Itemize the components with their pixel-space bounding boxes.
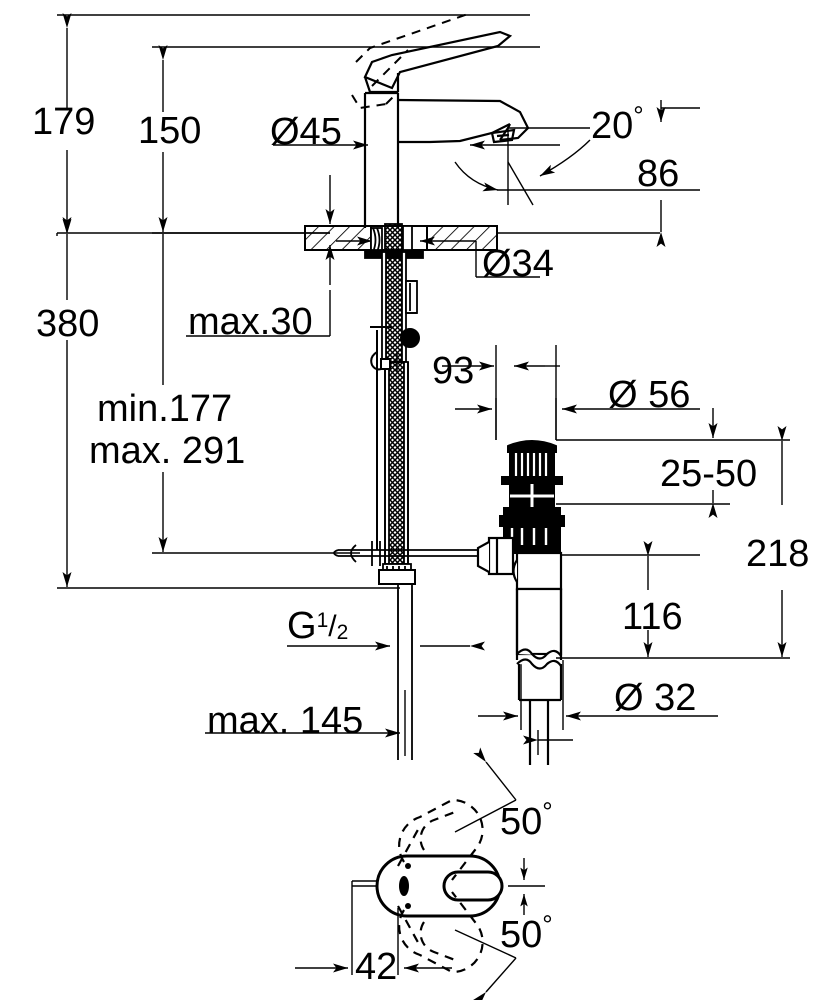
waste-body bbox=[476, 536, 563, 670]
fraction-one-half: 1/2 bbox=[316, 609, 349, 644]
dimension-plan-50-upper bbox=[454, 747, 517, 833]
pop-up-waste-head bbox=[499, 440, 565, 554]
dimension-dia32 bbox=[478, 660, 718, 755]
mixer-body bbox=[363, 91, 400, 228]
dimension-max30 bbox=[186, 175, 335, 337]
dim-label-dia56: Ø 56 bbox=[608, 374, 691, 416]
dim-label-150: 150 bbox=[138, 110, 202, 152]
dim-label-380: 380 bbox=[36, 303, 100, 345]
degree-icon: ° bbox=[633, 100, 644, 131]
pop-up-lift-rod bbox=[370, 326, 420, 550]
lever-handle bbox=[363, 30, 513, 94]
plan-view-extension-lines bbox=[351, 880, 399, 975]
extension-lines bbox=[56, 14, 790, 659]
degree-icon-lower: ° bbox=[542, 909, 553, 940]
dimension-max145 bbox=[205, 690, 406, 756]
handle-open-position-ghost bbox=[351, 13, 469, 110]
dim-label-max30: max.30 bbox=[188, 301, 313, 343]
threaded-shank bbox=[364, 223, 424, 363]
dim-label-plan-50-upper: 50° bbox=[500, 796, 553, 843]
dim-label-thread-G: G1/2 bbox=[287, 605, 349, 647]
horizontal-pull-rod bbox=[333, 541, 500, 566]
dim-label-179: 179 bbox=[32, 101, 96, 143]
dimension-93 bbox=[396, 345, 560, 440]
dim-label-max291: max. 291 bbox=[89, 430, 246, 472]
dim-label-dia45: Ø45 bbox=[270, 111, 342, 153]
dim-label-218: 218 bbox=[746, 533, 810, 575]
dim-label-86: 86 bbox=[637, 153, 680, 195]
plan-swivel-ghost-lower bbox=[397, 891, 484, 974]
dim-label-dia34: Ø34 bbox=[482, 243, 554, 285]
dimension-dia56 bbox=[455, 398, 700, 440]
plan-view-spout bbox=[375, 854, 504, 918]
dim-label-116: 116 bbox=[622, 596, 683, 638]
waste-tailpipe bbox=[517, 664, 563, 765]
dimension-plan-50-lower bbox=[454, 929, 517, 1000]
dimension-86 bbox=[656, 100, 700, 247]
flexible-supply-hose bbox=[378, 361, 416, 760]
plan-swivel-ghost-upper bbox=[397, 798, 484, 881]
dim-label-93: 93 bbox=[432, 350, 475, 392]
dim-label-dia32: Ø 32 bbox=[614, 677, 697, 719]
dim-label-min177: min.177 bbox=[97, 388, 233, 430]
degree-icon-upper: ° bbox=[542, 796, 553, 827]
aerator bbox=[490, 128, 516, 144]
dim-label-plan-50-lower: 50° bbox=[500, 909, 553, 956]
dimension-angle-20 bbox=[454, 127, 591, 206]
dim-label-25-50: 25-50 bbox=[660, 453, 758, 495]
dim-label-angle-20: 20° bbox=[591, 100, 644, 147]
dim-label-42: 42 bbox=[355, 946, 398, 988]
dimension-plan-center-arrows bbox=[508, 858, 545, 915]
dim-label-max145: max. 145 bbox=[207, 700, 364, 742]
